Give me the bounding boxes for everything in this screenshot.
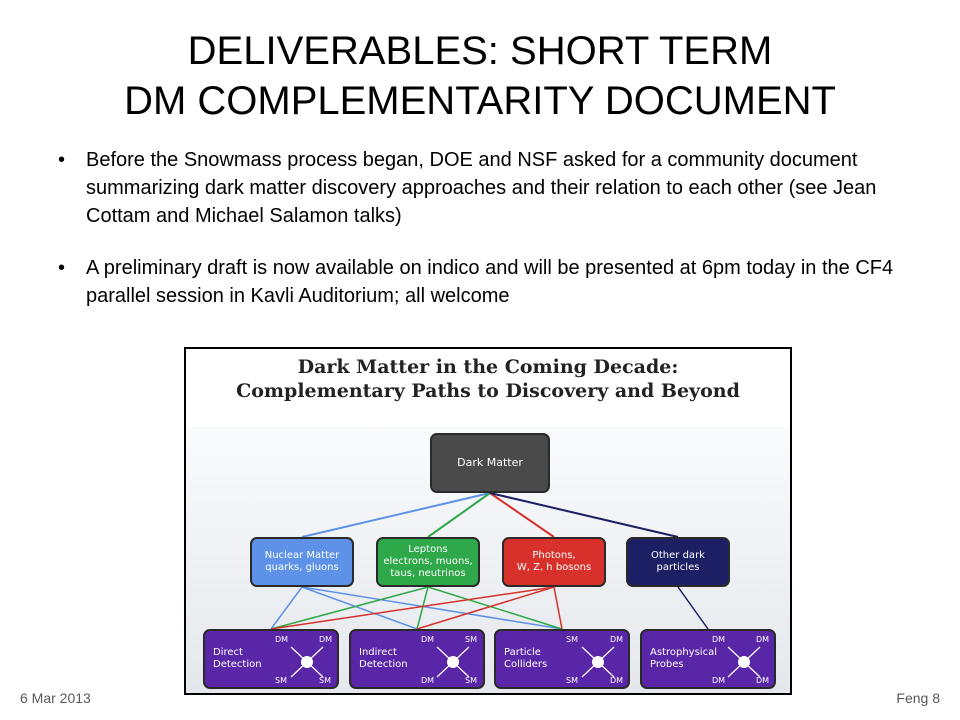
other-dark-particles-box: Other dark particles (626, 537, 730, 587)
vertex-label-bl: SM (275, 676, 287, 685)
nuclear-matter-label: Nuclear Matter quarks, gluons (264, 550, 340, 573)
vertex-label-bl: DM (421, 676, 435, 685)
vertex-label-tl: DM (712, 635, 726, 644)
vertex-label-tl: DM (421, 635, 435, 644)
vertex-label-bl: SM (566, 676, 578, 685)
dark-matter-box: Dark Matter (430, 433, 550, 493)
footer-page-number: Feng 8 (896, 690, 940, 706)
slide-title: DELIVERABLES: SHORT TERM DM COMPLEMENTAR… (0, 26, 960, 126)
slide-title-line1: DELIVERABLES: SHORT TERM (187, 29, 773, 73)
dm-complementarity-figure: Dark Matter in the Coming Decade: Comple… (184, 347, 792, 695)
figure-title-line1: Dark Matter in the Coming Decade: (297, 356, 679, 378)
vertex-label-br: SM (319, 676, 331, 685)
indirect-detection-label: Indirect Detection (359, 647, 408, 670)
vertex-diagram-icon (436, 646, 470, 678)
photons-label: Photons, W, Z, h bosons (516, 550, 592, 573)
other-dark-particles-label: Other dark particles (651, 550, 705, 573)
vertex-label-tr: DM (319, 635, 333, 644)
leptons-box: Leptons electrons, muons, taus, neutrino… (376, 537, 480, 587)
bullet-list: Before the Snowmass process began, DOE a… (58, 146, 908, 334)
bullet-item: A preliminary draft is now available on … (58, 254, 908, 310)
nuclear-matter-box: Nuclear Matter quarks, gluons (250, 537, 354, 587)
footer-date: 6 Mar 2013 (20, 690, 91, 706)
photons-box: Photons, W, Z, h bosons (502, 537, 606, 587)
diagram-connectors (270, 492, 709, 630)
astrophysical-probes-label: Astrophysical Probes (650, 647, 717, 670)
direct-detection-label: Direct Detection (213, 647, 262, 670)
indirect-detection-box: Indirect Detection DM SM DM SM (349, 629, 485, 689)
particle-colliders-box: Particle Colliders SM DM SM DM (494, 629, 630, 689)
vertex-diagram-icon (727, 646, 761, 678)
leptons-label: Leptons electrons, muons, taus, neutrino… (383, 544, 473, 579)
vertex-label-br: DM (756, 676, 770, 685)
vertex-label-bl: DM (712, 676, 726, 685)
vertex-label-tl: DM (275, 635, 289, 644)
particle-colliders-label: Particle Colliders (504, 647, 548, 670)
figure-title: Dark Matter in the Coming Decade: Comple… (186, 349, 790, 427)
slide-title-line2: DM COMPLEMENTARITY DOCUMENT (124, 79, 836, 123)
bullet-item: Before the Snowmass process began, DOE a… (58, 146, 908, 230)
vertex-label-tr: DM (756, 635, 770, 644)
direct-detection-box: Direct Detection DM DM SM SM (203, 629, 339, 689)
vertex-label-tr: SM (465, 635, 477, 644)
astrophysical-probes-box: Astrophysical Probes DM DM DM DM (640, 629, 776, 689)
vertex-diagram-icon (290, 646, 324, 678)
vertex-label-br: DM (610, 676, 624, 685)
vertex-label-br: SM (465, 676, 477, 685)
vertex-diagram-icon (581, 646, 615, 678)
vertex-label-tl: SM (566, 635, 578, 644)
figure-title-line2: Complementary Paths to Discovery and Bey… (236, 380, 740, 402)
dark-matter-label: Dark Matter (457, 456, 523, 469)
vertex-label-tr: DM (610, 635, 624, 644)
